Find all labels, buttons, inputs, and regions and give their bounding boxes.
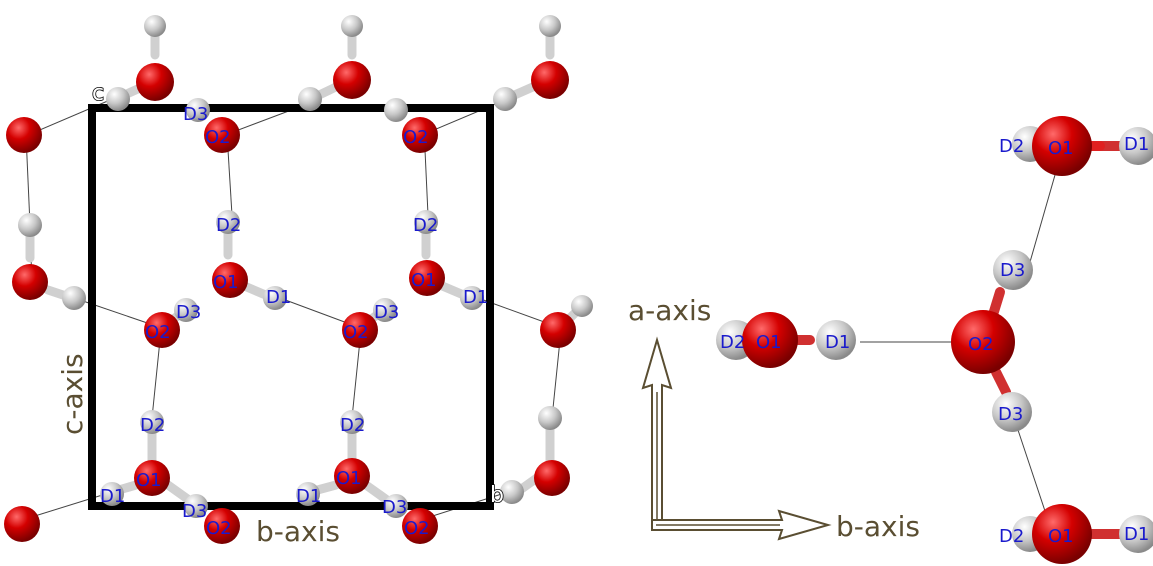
axis-arrows: [641, 336, 832, 541]
atom-label: D3: [374, 302, 399, 323]
atom-label: D2: [999, 526, 1024, 547]
c-axis-label: c-axis: [56, 353, 89, 435]
atom-label: D2: [340, 415, 365, 436]
atom-label: D2: [216, 215, 241, 236]
atom-label: O2: [968, 334, 994, 355]
atom-label: D1: [1124, 524, 1149, 545]
atom-label: O1: [213, 272, 239, 293]
atom-label: D2: [413, 215, 438, 236]
atom-labels-right: D2 O1 D1 D3 D2 O1 D1 O2 D3 D2 O1 D1: [720, 134, 1149, 547]
atom-label: D1: [100, 486, 125, 507]
hydrogen-bonds-right: [860, 174, 1056, 521]
atom-label: D2: [720, 332, 745, 353]
atom-label: O2: [205, 127, 231, 148]
atom-label: D2: [140, 415, 165, 436]
atom-label: O1: [411, 270, 437, 291]
atom-label: D3: [998, 404, 1023, 425]
atom-label: O1: [1048, 138, 1074, 159]
atom-label: D2: [999, 136, 1024, 157]
atom-label: D3: [382, 497, 407, 518]
b-axis-cell-label: b-axis: [256, 515, 340, 548]
atom-label: D1: [296, 486, 321, 507]
right-panel-cluster: D2 O1 D1 D3 D2 O1 D1 O2 D3 D2 O1 D1: [716, 116, 1153, 564]
atom-label: O2: [206, 518, 232, 539]
atom-label: D1: [463, 287, 488, 308]
atom-label: O1: [136, 470, 162, 491]
atom-label: D1: [1124, 134, 1149, 155]
a-axis-label: a-axis: [628, 294, 711, 327]
atom-label: D3: [176, 302, 201, 323]
atom-label: O2: [403, 127, 429, 148]
atom-label: D3: [183, 104, 208, 125]
cell-corner-b-label: b: [490, 483, 504, 508]
atom-label: D3: [182, 501, 207, 522]
unit-cell-frame: [88, 104, 494, 510]
covalent-bonds-right: [755, 141, 1125, 539]
cell-corner-c-label: c: [92, 81, 104, 106]
atom-label: O2: [343, 322, 369, 343]
atom-label: O1: [1048, 526, 1074, 547]
left-panel-unit-cell: D3 O2 O2 D2 D2 O1 O1 D1 D1 D3 D3 O2 O2 D…: [4, 15, 593, 548]
atom-labels-left: D3 O2 O2 D2 D2 O1 O1 D1 D1 D3 D3 O2 O2 D…: [100, 104, 488, 539]
atom-label: O1: [336, 468, 362, 489]
hydrogen-bonds-left: [21, 99, 561, 521]
atom-label: D1: [266, 287, 291, 308]
atom-label: O1: [756, 332, 782, 353]
atom-label: D1: [825, 332, 850, 353]
b-axis-label: b-axis: [836, 510, 920, 543]
atom-label: O2: [404, 518, 430, 539]
oxygen-atoms-right: [742, 116, 1092, 564]
atom-label: D3: [1000, 260, 1025, 281]
atom-label: O2: [145, 322, 171, 343]
deuterium-atoms-left: [18, 15, 593, 518]
oxygen-atoms-left: [4, 61, 576, 544]
